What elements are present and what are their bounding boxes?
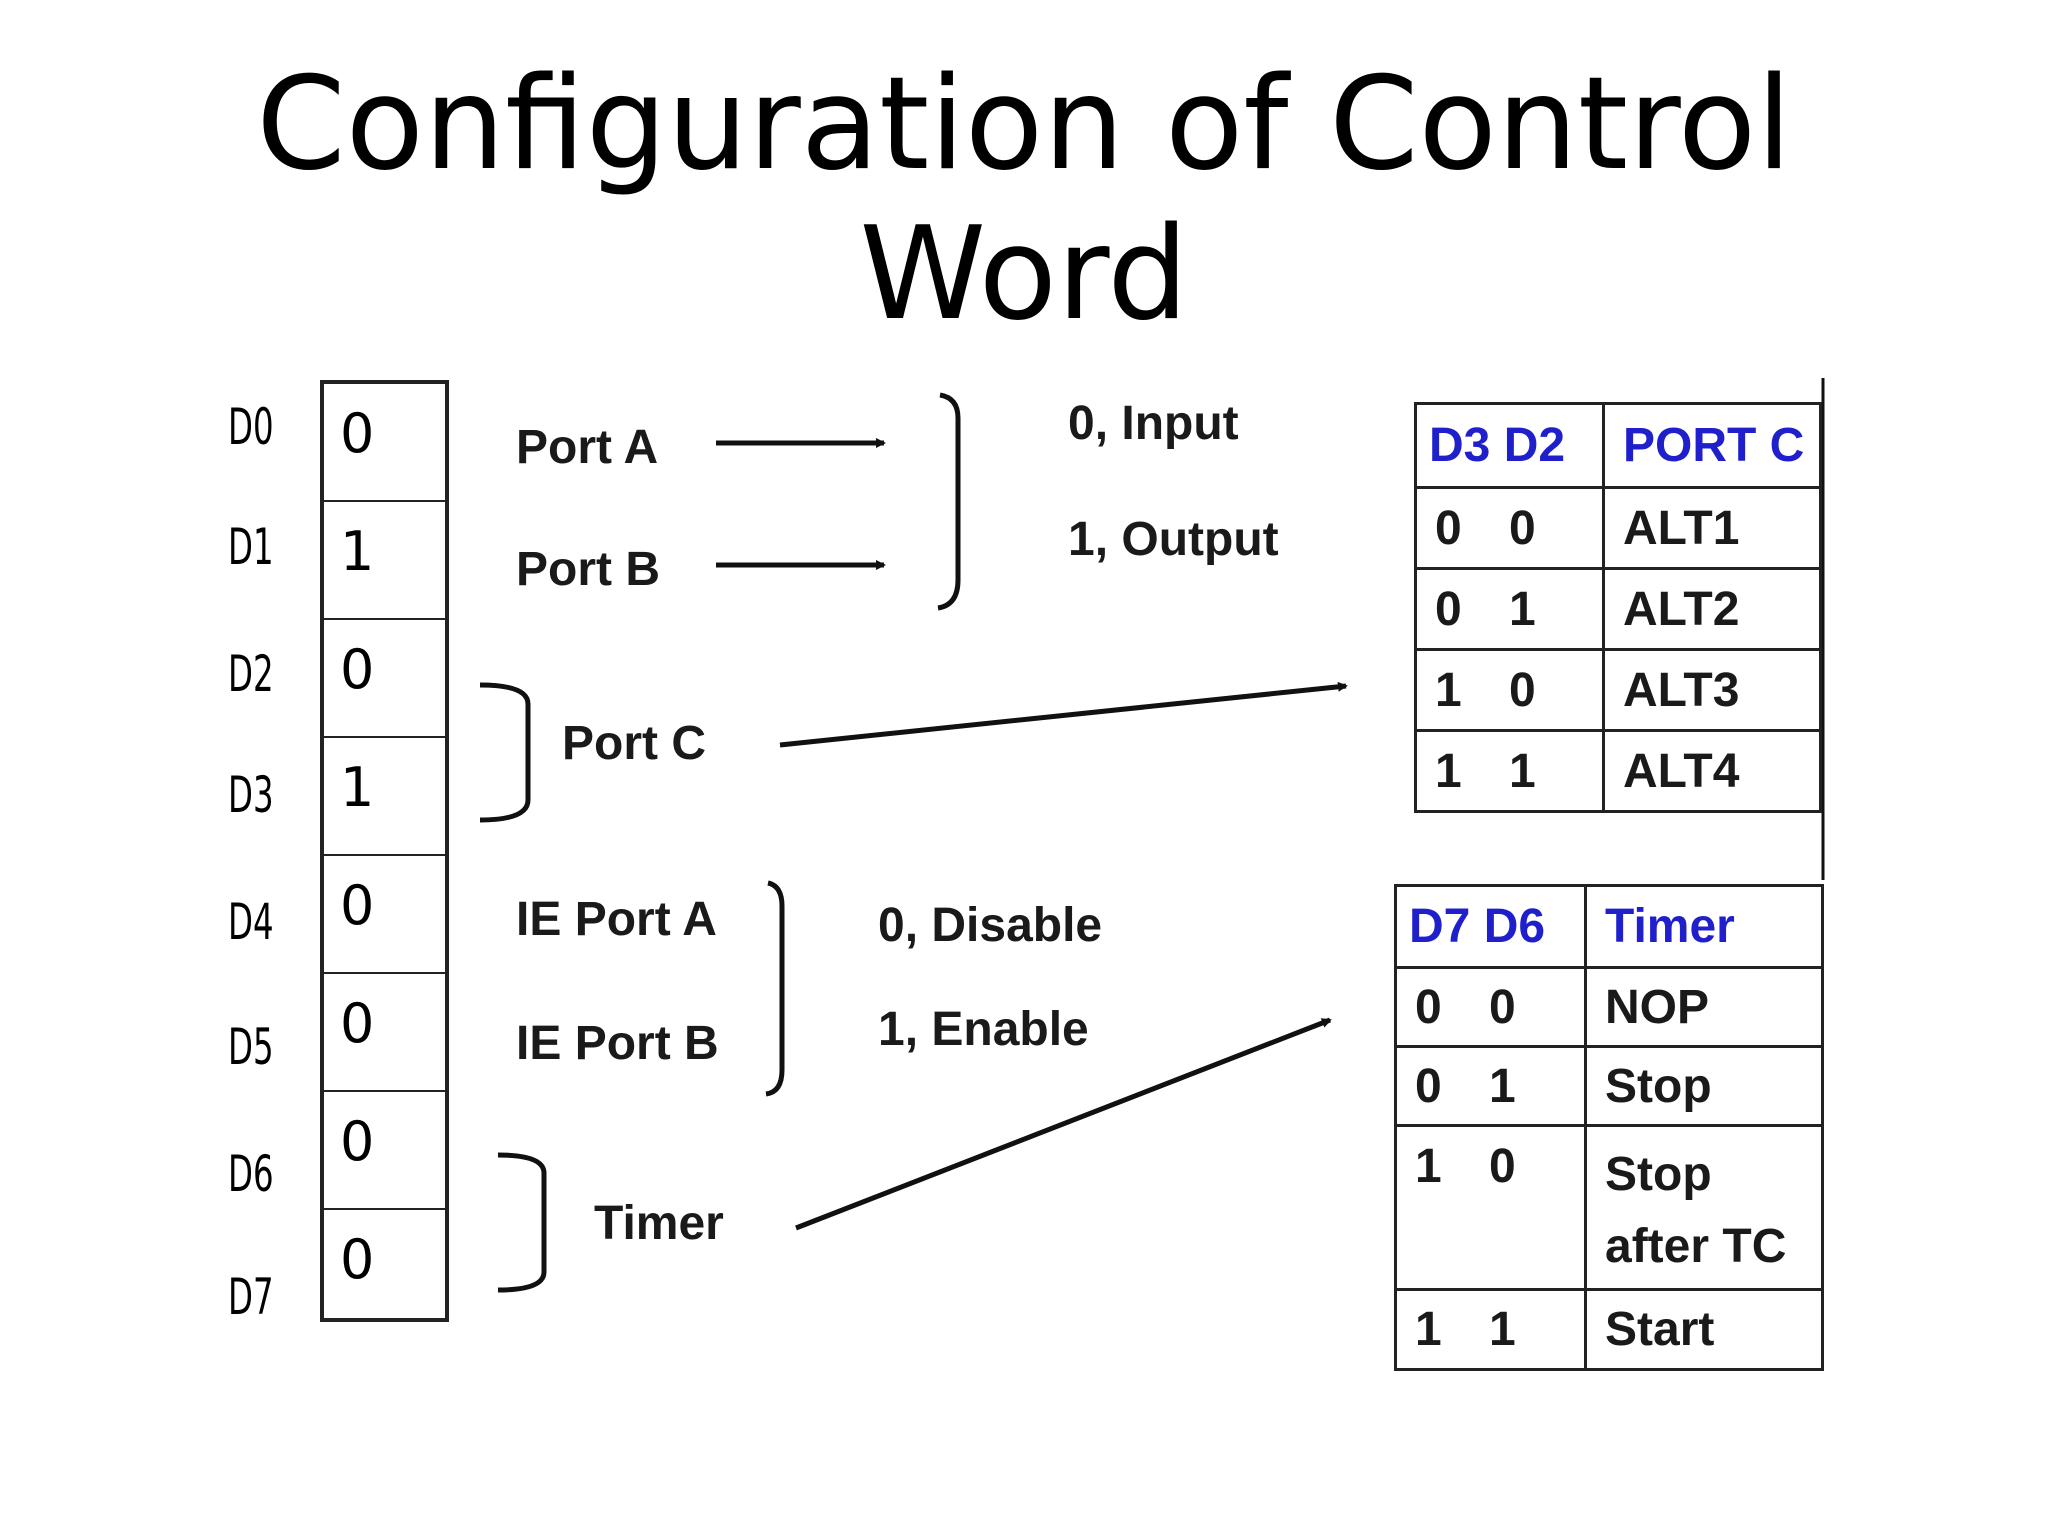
- port-c-row-mode: ALT3: [1602, 648, 1822, 732]
- title-line-2: Word: [859, 200, 1189, 349]
- ie-port-a-label: IE Port A: [516, 893, 717, 946]
- bit-value-d7: 0: [340, 1228, 375, 1291]
- port-c-row-mode: ALT4: [1602, 729, 1822, 813]
- table-header-row: D7 D6 Timer: [1394, 884, 1824, 969]
- table-row: 1 1 ALT4: [1414, 729, 1822, 813]
- title-line-1: Configuration of Control: [256, 50, 1792, 199]
- ie-option-enable: 1, Enable: [878, 1003, 1089, 1056]
- table-row: 0 1 Stop: [1394, 1045, 1824, 1127]
- table-row: 0 0 ALT1: [1414, 486, 1822, 570]
- bit-value-d0: 0: [324, 384, 445, 502]
- port-c-row-mode: ALT1: [1602, 486, 1822, 570]
- port-ab-option-input: 0, Input: [1068, 397, 1239, 450]
- bit-value-d2: 0: [324, 620, 445, 738]
- bit-label-d5: D5: [228, 1018, 274, 1076]
- port-ab-option-output: 1, Output: [1068, 513, 1279, 566]
- table-row: 1 0 Stop after TC: [1394, 1124, 1824, 1291]
- timer-bracket: [497, 1152, 547, 1293]
- port-b-label: Port B: [516, 543, 660, 596]
- timer-row-mode: Stop after TC: [1584, 1124, 1824, 1291]
- table-row: 0 0 NOP: [1394, 966, 1824, 1048]
- ie-bracket: [765, 880, 785, 1097]
- bit-value-d6: 0: [324, 1092, 445, 1210]
- port-c-row-bits: 0 0: [1414, 486, 1605, 570]
- timer-header-bits: D7 D6: [1394, 884, 1587, 969]
- timer-row-bits: 1 1: [1394, 1288, 1587, 1371]
- bit-value-d4: 0: [324, 856, 445, 974]
- ie-option-disable: 0, Disable: [878, 899, 1103, 952]
- timer-row-mode: Stop: [1584, 1045, 1824, 1127]
- bit-value-d5: 0: [324, 974, 445, 1092]
- bit-label-d2: D2: [228, 645, 274, 703]
- port-a-label: Port A: [516, 421, 659, 474]
- table-row: 1 0 ALT3: [1414, 648, 1822, 732]
- table-row: 1 1 Start: [1394, 1288, 1824, 1371]
- bit-label-d1: D1: [228, 518, 274, 576]
- port-c-row-bits: 1 0: [1414, 648, 1605, 732]
- timer-row-bits: 0 0: [1394, 966, 1587, 1048]
- table-row: 0 1 ALT2: [1414, 567, 1822, 651]
- bit-value-d1: 1: [324, 502, 445, 620]
- timer-row-mode: NOP: [1584, 966, 1824, 1048]
- port-c-header-name: PORT C: [1602, 402, 1822, 489]
- port-c-bracket: [479, 682, 531, 823]
- bit-label-d7: D7: [228, 1268, 274, 1326]
- timer-arrow: [795, 1017, 1332, 1231]
- ie-port-b-label: IE Port B: [516, 1017, 719, 1070]
- port-c-row-bits: 1 1: [1414, 729, 1605, 813]
- port-c-table: D3 D2 PORT C 0 0 ALT1 0 1 ALT2 1 0 ALT3 …: [1414, 402, 1822, 813]
- table-header-row: D3 D2 PORT C: [1414, 402, 1822, 489]
- control-word-register: 0 1 0 1 0 0 0 0: [320, 380, 449, 1322]
- bit-label-d4: D4: [228, 893, 274, 951]
- port-c-arrow: [779, 681, 1348, 748]
- port-ab-bracket: [937, 392, 961, 611]
- bit-value-d3: 1: [324, 738, 445, 856]
- page-title: Configuration of Control Word: [0, 50, 2048, 350]
- port-c-row-bits: 0 1: [1414, 567, 1605, 651]
- bit-label-d0: D0: [228, 398, 274, 456]
- bit-label-d3: D3: [228, 766, 274, 824]
- port-c-label: Port C: [562, 717, 706, 770]
- timer-header-name: Timer: [1584, 884, 1824, 969]
- port-c-row-mode: ALT2: [1602, 567, 1822, 651]
- timer-row-mode: Start: [1584, 1288, 1824, 1371]
- port-c-header-bits: D3 D2: [1414, 402, 1605, 489]
- timer-label: Timer: [594, 1197, 724, 1250]
- bit-label-d6: D6: [228, 1145, 274, 1203]
- timer-row-bits: 1 0: [1394, 1124, 1587, 1291]
- timer-row-bits: 0 1: [1394, 1045, 1587, 1127]
- timer-table: D7 D6 Timer 0 0 NOP 0 1 Stop 1 0 Stop af…: [1394, 884, 1824, 1371]
